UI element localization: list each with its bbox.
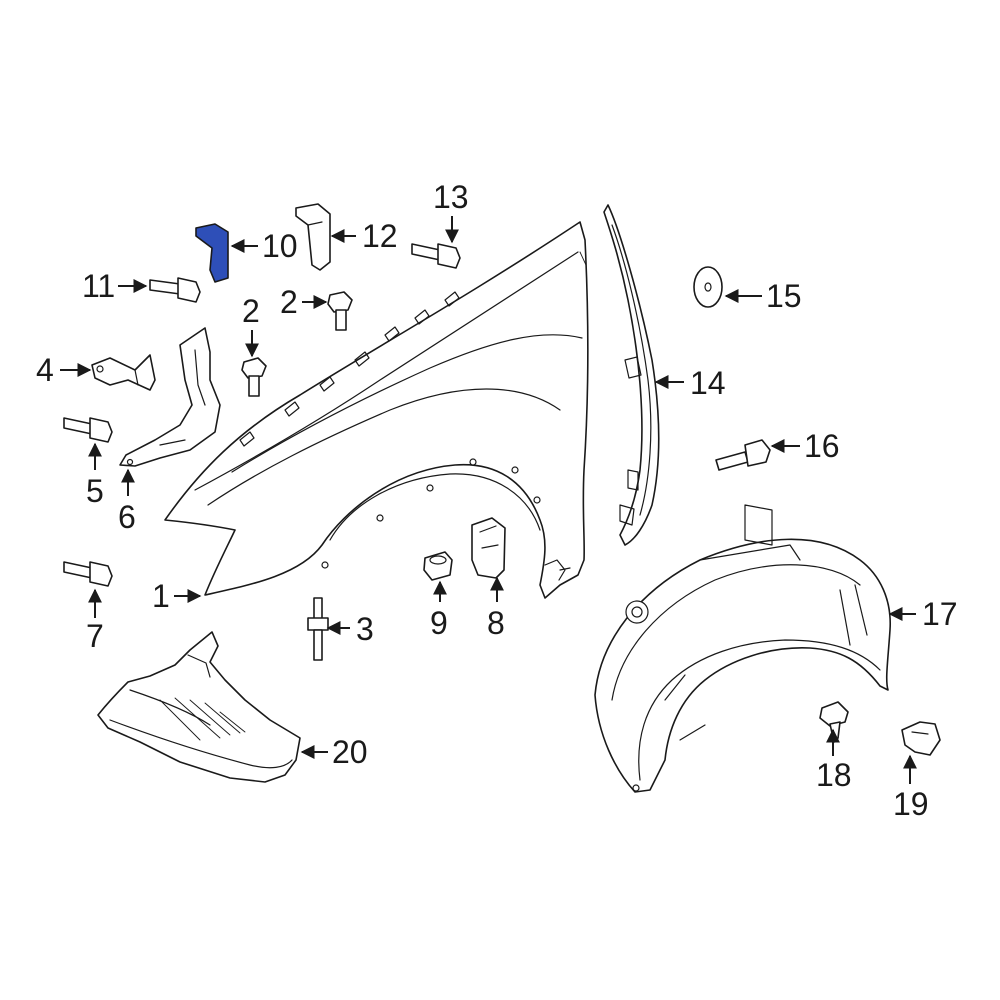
callout-2-lower: 2 (242, 293, 260, 329)
fender-part[interactable] (164, 221, 589, 599)
callout-20: 20 (332, 734, 368, 770)
callout-2-upper: 2 (280, 284, 298, 320)
callout-16: 16 (804, 428, 840, 464)
callout-4: 4 (36, 352, 54, 388)
callout-5: 5 (86, 473, 104, 509)
bolt-2-upper[interactable] (327, 291, 353, 331)
bracket-12[interactable] (295, 203, 331, 271)
bolt-2-lower[interactable] (241, 357, 267, 397)
callout-15: 15 (766, 278, 802, 314)
callout-19: 19 (893, 786, 929, 822)
small-bracket-part[interactable] (91, 354, 156, 391)
clip-19[interactable] (901, 721, 941, 756)
bolt-11[interactable] (149, 277, 201, 303)
highlighted-bracket (195, 223, 229, 283)
stud-3[interactable] (307, 597, 329, 661)
retainer-8[interactable] (471, 517, 506, 579)
wheelhouse-liner-part[interactable] (594, 504, 891, 793)
callout-9: 9 (430, 605, 448, 641)
callout-1: 1 (152, 578, 170, 614)
callout-8: 8 (487, 605, 505, 641)
callout-6: 6 (118, 499, 136, 535)
bolt-13[interactable] (411, 243, 461, 269)
callout-10: 10 (262, 228, 298, 264)
callout-13: 13 (433, 179, 469, 215)
bolt-16[interactable] (715, 439, 771, 471)
bracket-10-highlighted[interactable] (195, 223, 229, 283)
callout-3: 3 (356, 611, 374, 647)
bolt-7[interactable] (63, 561, 113, 587)
nut-9[interactable] (423, 551, 453, 581)
splash-shield-part[interactable] (97, 631, 301, 783)
callout-11: 11 (82, 268, 115, 304)
callout-labels: 1 2 2 3 4 5 6 7 8 9 10 11 12 13 14 15 16… (36, 179, 958, 822)
washer-15[interactable] (693, 266, 723, 308)
callout-arrows (60, 216, 917, 784)
callout-17: 17 (922, 596, 958, 632)
callout-18: 18 (816, 757, 852, 793)
fender-bracket-part[interactable] (119, 327, 221, 467)
bolt-5[interactable] (63, 417, 113, 443)
callout-7: 7 (86, 618, 104, 654)
callout-12: 12 (362, 218, 398, 254)
seal-strip-part[interactable] (603, 204, 660, 546)
callout-14: 14 (690, 365, 726, 401)
